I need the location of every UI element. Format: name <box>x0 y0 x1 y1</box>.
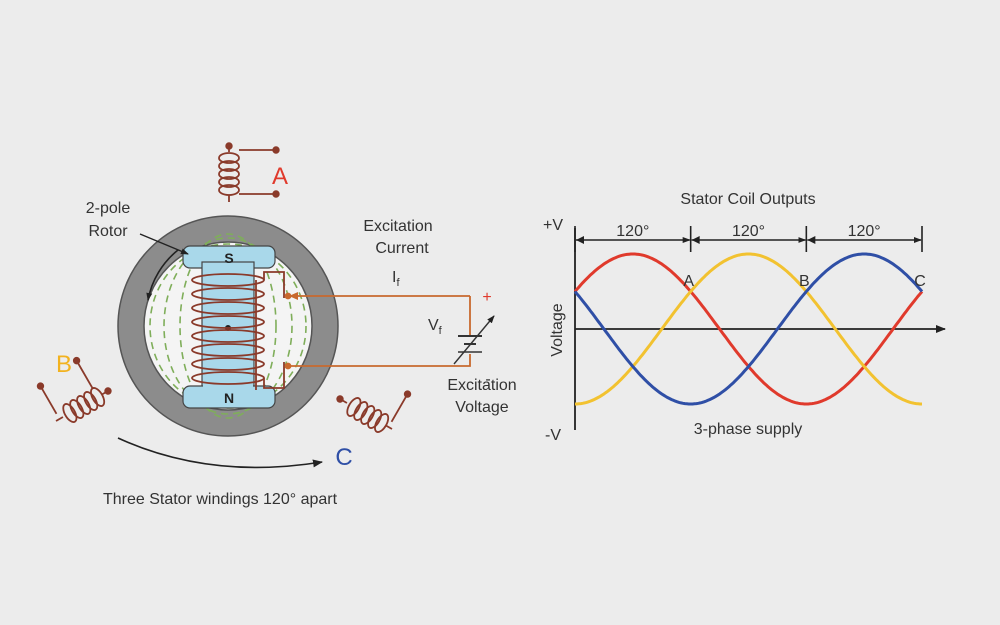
rotor-label-line1: 2-pole <box>86 200 131 217</box>
y-top-label: +V <box>543 217 563 234</box>
interval-arrowhead <box>807 236 816 244</box>
stator-output-chart: Stator Coil Outputs +V -V Voltage 120°12… <box>543 191 946 444</box>
y-axis-label: Voltage <box>549 303 566 356</box>
stator-winding-c <box>336 390 412 433</box>
sweep-arrow <box>117 437 323 469</box>
rotation-arrow <box>146 249 179 301</box>
excitation-voltage-line1: Excitation <box>447 377 516 394</box>
machine-drawing: 2-pole Rotor S N A <box>36 142 517 508</box>
stator-ring <box>118 216 338 436</box>
plus-sign: + <box>482 289 491 306</box>
peak-label-a: A <box>683 273 694 290</box>
winding-a-label: A <box>272 163 288 190</box>
winding-b-label: B <box>56 351 72 378</box>
excitation-voltage-line2: Voltage <box>455 399 508 416</box>
chart-title: Stator Coil Outputs <box>680 191 815 208</box>
excitation-current-line1: Excitation <box>363 218 432 235</box>
stator-winding-b <box>36 356 112 423</box>
current-symbol: If <box>392 269 400 289</box>
rotor-label-line2: Rotor <box>88 223 128 240</box>
interval-label: 120° <box>848 223 881 240</box>
excitation-circuit <box>284 292 471 370</box>
rotor-leader <box>139 233 189 255</box>
minus-sign: - <box>485 371 490 388</box>
field-leads <box>255 271 285 390</box>
chart-caption: 3-phase supply <box>694 421 803 438</box>
south-pole-label: S <box>224 250 233 266</box>
stator-outer-edge <box>117 215 339 437</box>
peak-label-b: B <box>799 273 810 290</box>
interval-label: 120° <box>732 223 765 240</box>
peak-label-c: C <box>914 273 926 290</box>
peak-labels: A B C <box>683 273 925 290</box>
interval-label: 120° <box>616 223 649 240</box>
interval-arrowhead <box>576 236 584 244</box>
phase-waves <box>573 252 924 406</box>
excitation-battery <box>453 315 495 365</box>
north-pole-label: N <box>224 390 234 406</box>
wave-phase-c <box>573 252 924 406</box>
y-bottom-label: -V <box>545 427 561 444</box>
voltage-symbol: Vf <box>428 317 443 337</box>
winding-c-label: C <box>335 444 352 471</box>
excitation-current-line2: Current <box>375 240 429 257</box>
interval-arrowhead <box>691 236 700 244</box>
field-winding <box>191 273 265 385</box>
stator-winding-a <box>218 142 280 202</box>
interval-markers: 120° 120° 120° <box>574 223 923 252</box>
machine-caption: Three Stator windings 120° apart <box>103 491 338 508</box>
